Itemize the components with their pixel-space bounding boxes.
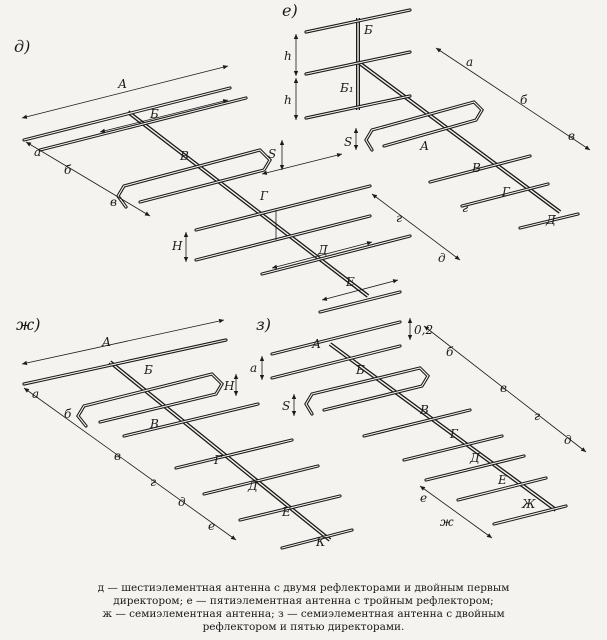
- d-label-G: Г: [259, 189, 269, 203]
- z-label-Zh: Ж: [521, 497, 536, 511]
- d-label-E: Е: [345, 275, 355, 289]
- zh-label-A: А: [101, 335, 111, 349]
- zh-label-D: Д: [247, 479, 258, 493]
- caption-line-3: ж — семиэлементная антенна; з — семиэлем…: [102, 608, 505, 620]
- panel-z-label: з): [256, 315, 271, 334]
- e-dim-v: в: [568, 129, 575, 143]
- e-dim-g: г: [462, 201, 468, 215]
- d-label-B: Б: [149, 107, 159, 121]
- d-label-D: Д: [317, 243, 328, 257]
- caption-line-4: рефлектором и пятью директорами.: [202, 621, 405, 633]
- d-label-A: А: [117, 77, 127, 91]
- d-dim-a: a: [34, 145, 41, 159]
- e-label-B: Б: [363, 23, 373, 37]
- panel-z: з) А a 0,2 Б S В Г Д Е Ж б в г д е ж: [250, 315, 587, 539]
- zh-dim-e: е: [208, 519, 215, 533]
- e-label-V: В: [471, 161, 481, 175]
- zh-dim-d: д: [178, 495, 186, 509]
- caption-line-2: директором; е — пятиэлементная антенна с…: [113, 595, 494, 607]
- z-label-S: S: [282, 399, 290, 413]
- d-dim-d: д: [438, 251, 446, 265]
- d-label-V: В: [179, 149, 189, 163]
- panel-zh-label: ж): [16, 315, 40, 334]
- e-label-G: Г: [501, 185, 511, 199]
- z-label-V: В: [419, 403, 429, 417]
- z-dim-zh: ж: [440, 515, 454, 529]
- e-label-h2: h: [284, 93, 292, 107]
- e-dim-a: a: [466, 55, 473, 69]
- z-label-B: Б: [355, 363, 365, 377]
- zh-dim-v: в: [114, 449, 121, 463]
- zh-dim-a: a: [32, 387, 39, 401]
- d-label-H: H: [171, 239, 183, 253]
- d-dim-v: в: [110, 195, 117, 209]
- z-label-A: А: [311, 337, 321, 351]
- zh-label-B: Б: [143, 363, 153, 377]
- figure-caption: д — шестиэлементная антенна с двумя рефл…: [20, 582, 587, 634]
- z-dim-g: г: [534, 409, 540, 423]
- d-dim-g: г: [396, 211, 402, 225]
- d-label-S: S: [268, 147, 276, 161]
- e-dim-b: б: [520, 93, 528, 107]
- z-label-E: Е: [497, 473, 507, 487]
- zh-dim-g: г: [150, 475, 156, 489]
- panel-zh: ж) А Б H В Г Д Е К a б в г д е: [16, 315, 354, 550]
- z-label-gap: 0,2: [414, 323, 433, 337]
- e-label-A: А: [419, 139, 429, 153]
- caption-line-1: д — шестиэлементная антенна с двумя рефл…: [97, 582, 510, 594]
- z-label-G: Г: [449, 427, 459, 441]
- e-label-S: S: [344, 135, 352, 149]
- zh-label-K: К: [315, 535, 326, 549]
- e-label-h1: h: [284, 49, 292, 63]
- zh-dim-b: б: [64, 407, 72, 421]
- panel-d: д) А Б В Г Д Е S H a б: [14, 37, 461, 314]
- antenna-drawings: д) А Б В Г Д Е S H a б: [14, 1, 591, 550]
- z-dim-e: е: [420, 491, 427, 505]
- d-dim-b: б: [64, 163, 72, 177]
- z-dim-v: в: [500, 381, 507, 395]
- e-label-D: Д: [545, 213, 556, 227]
- z-label-D: Д: [469, 451, 480, 465]
- zh-label-E: Е: [281, 505, 291, 519]
- z-label-a: a: [250, 361, 257, 375]
- z-dim-d: д: [564, 433, 572, 447]
- panel-e-label: е): [282, 1, 298, 20]
- e-label-B1: Б₁: [339, 81, 354, 95]
- zh-label-V: В: [149, 417, 159, 431]
- zh-label-G: Г: [213, 453, 223, 467]
- z-dim-b: б: [446, 345, 454, 359]
- zh-label-H: H: [223, 379, 235, 393]
- panel-d-label: д): [14, 37, 30, 56]
- panel-e: е) Б Б₁ h h S А В Г Д a б в г: [282, 1, 591, 230]
